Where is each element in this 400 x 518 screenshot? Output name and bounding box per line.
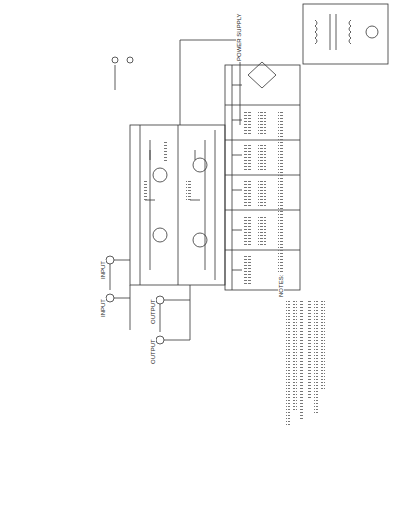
amplifier-frame <box>130 125 225 285</box>
input-jack <box>106 256 114 264</box>
output-jack <box>156 336 164 344</box>
section-label: POWER SUPPLY <box>236 12 242 62</box>
input-jack <box>106 294 114 302</box>
jack-label: INPUT <box>100 298 106 318</box>
notes-heading: NOTES: <box>278 274 284 298</box>
jack-label: OUTPUT <box>150 338 156 365</box>
stage-column <box>225 65 300 290</box>
jack-label: INPUT <box>100 260 106 280</box>
output-jack <box>156 296 164 304</box>
inset-frame <box>303 4 388 64</box>
bridge-rectifier <box>248 62 276 88</box>
jack-label: OUTPUT <box>150 298 156 325</box>
